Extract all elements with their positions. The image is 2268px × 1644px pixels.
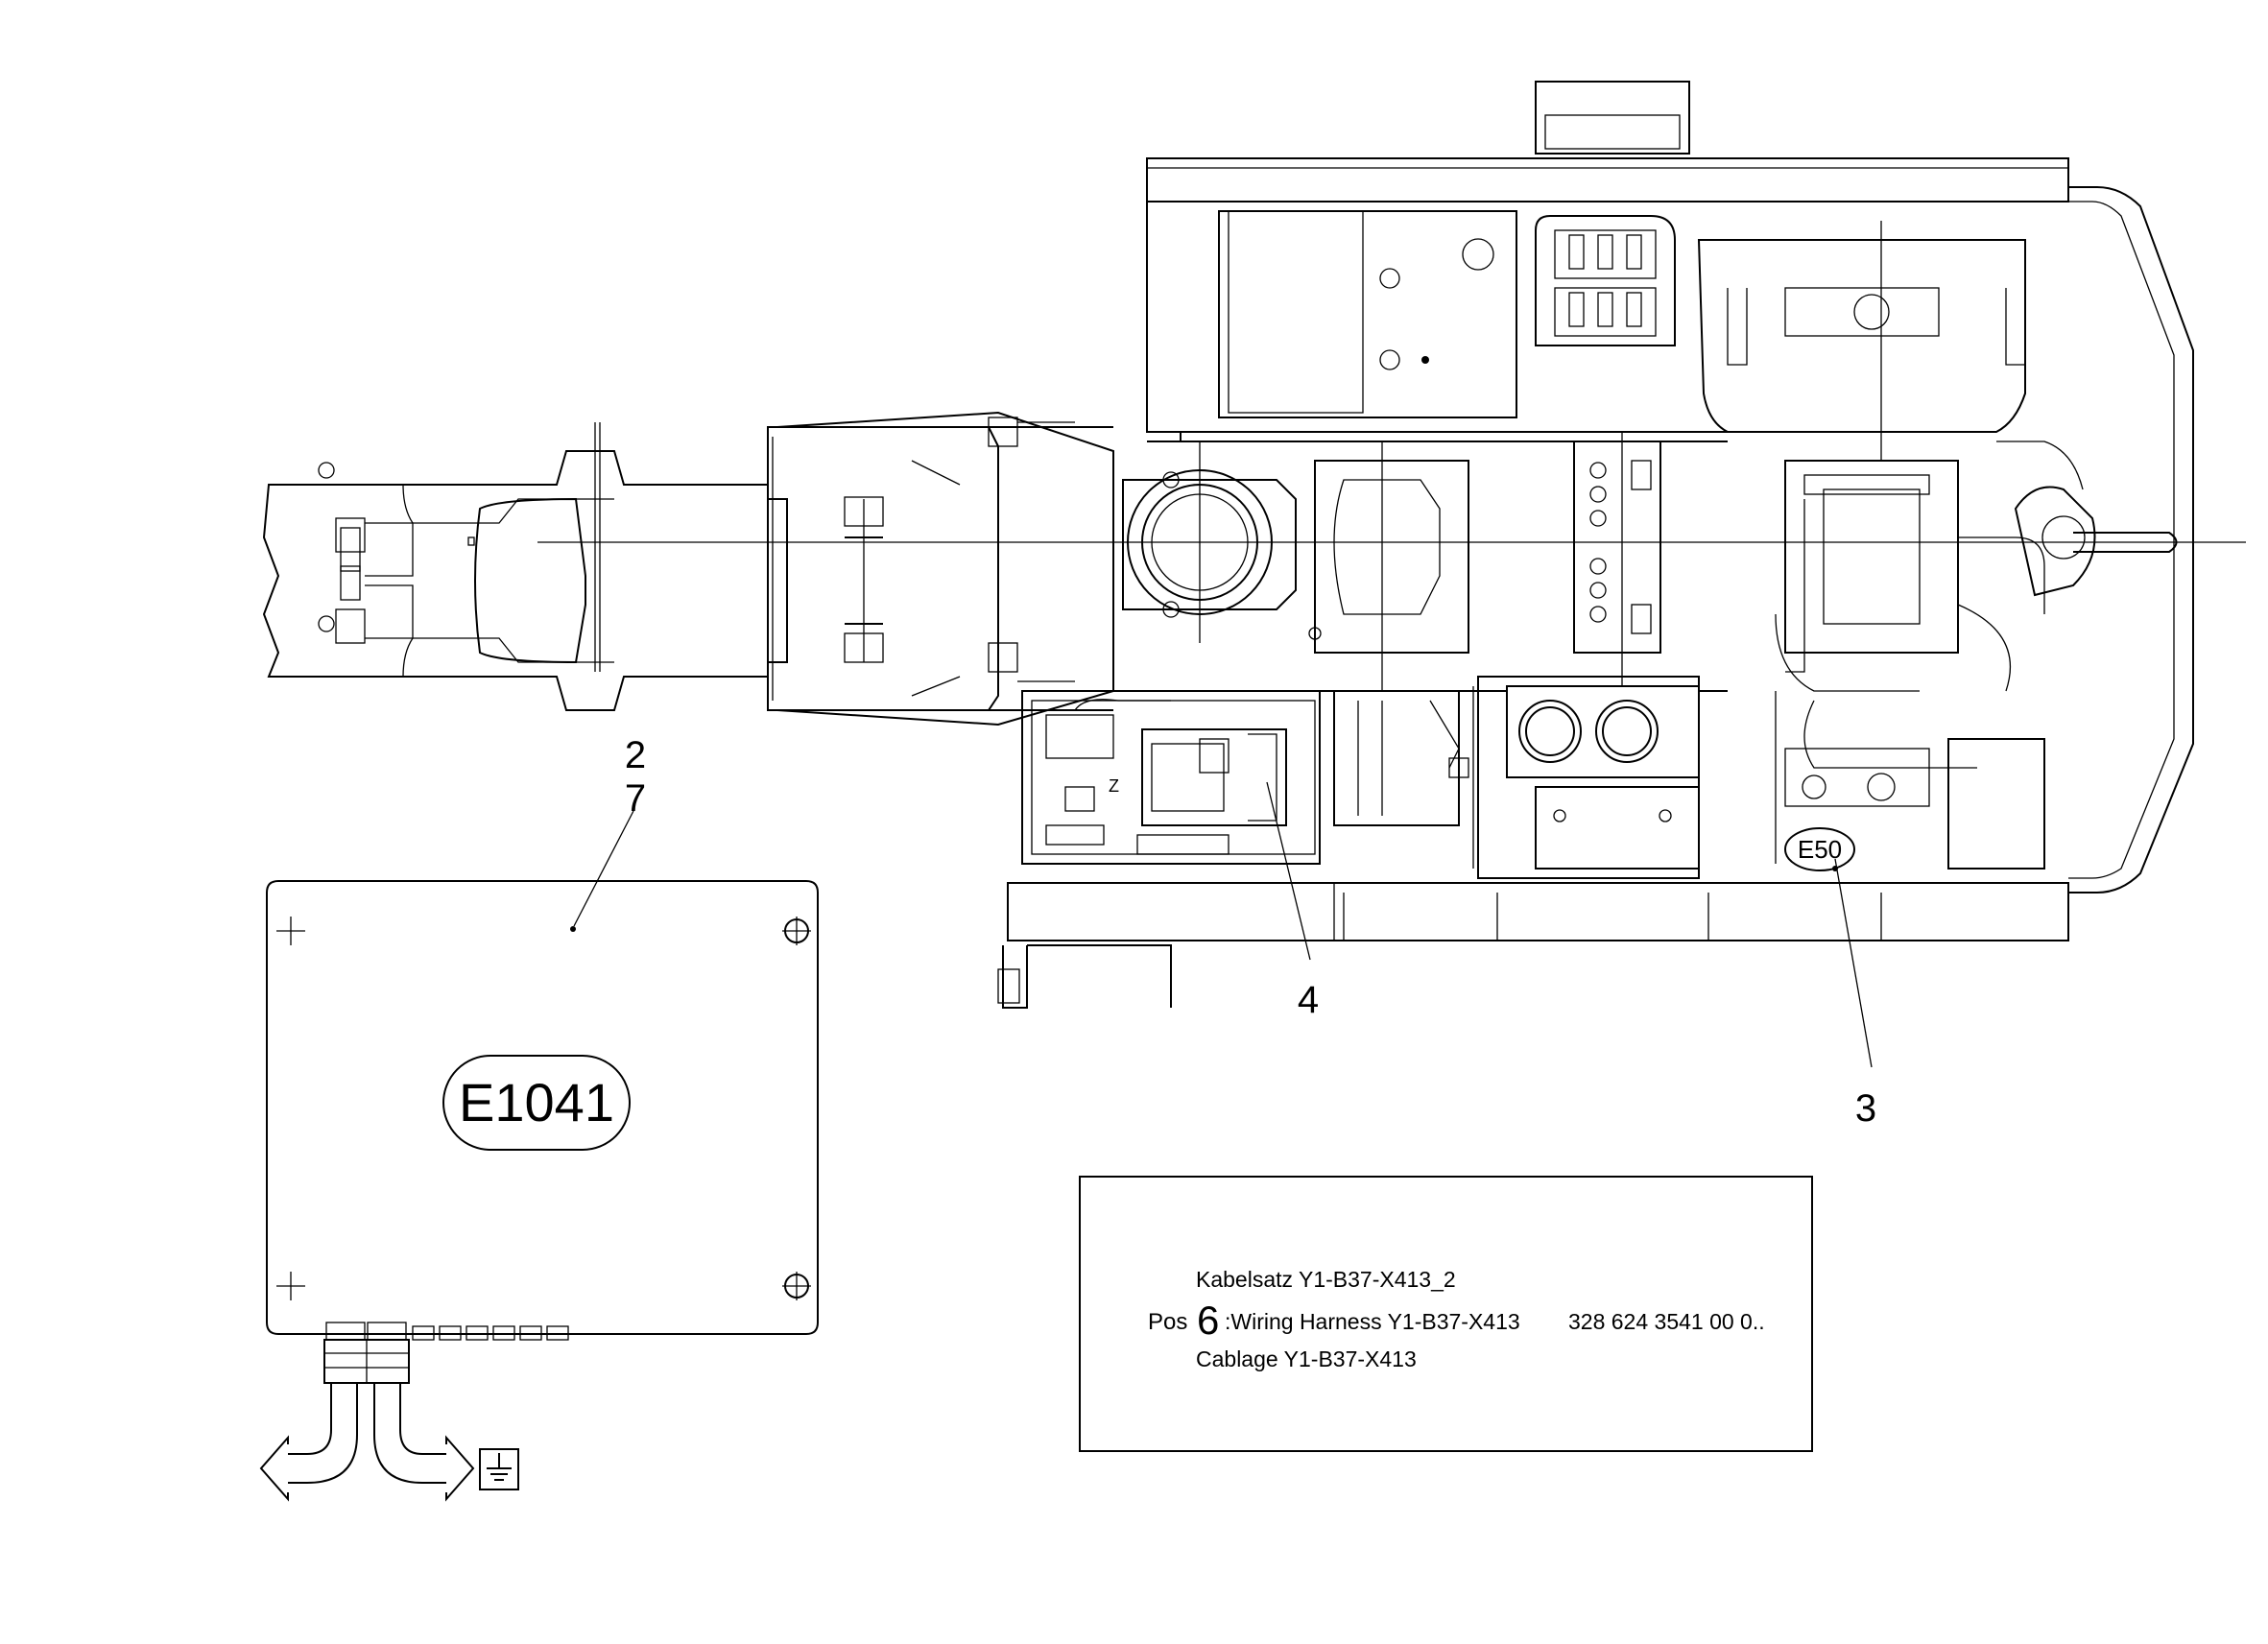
ground-symbol-icon [479,1448,519,1490]
callout-4: 4 [1298,979,1319,1021]
callout-7: 7 [625,777,646,820]
cable-glands [323,1322,569,1384]
svg-text:Z: Z [1109,776,1119,796]
callout-3: 3 [1855,1087,1876,1130]
legend-line-en: :Wiring Harness Y1-B37-X413 [1225,1309,1520,1334]
legend-box: Kabelsatz Y1-B37-X413_2 Pos 6 :Wiring Ha… [1079,1176,1813,1452]
callout-2: 2 [625,734,646,776]
legend-part-number: 328 624 3541 00 0.. [1568,1309,1765,1334]
legend-line-fr: Cablage Y1-B37-X413 [1196,1346,1417,1371]
arrow-right-icon [445,1435,475,1502]
cable-routes [288,1383,446,1484]
machine-top-view: Z [262,81,2246,1009]
legend-pos-prefix: Pos [1148,1309,1187,1335]
legend-pos-number: 6 [1197,1298,1219,1343]
boom-assembly [262,411,2246,727]
upper-carriage-frame [1007,81,2194,941]
top-compartments [1218,210,2026,461]
legend-line-de: Kabelsatz Y1-B37-X413_2 [1196,1267,1456,1292]
control-valves [1308,432,1661,701]
tag-e1041-label: E1041 [459,1072,614,1132]
engine-block [1775,441,2178,870]
lower-compartments [1333,676,1700,879]
access-step [997,944,1172,1009]
leader-3 [1834,858,1873,1068]
operator-cab: Z [1021,690,1321,865]
leader-lines [573,781,1873,1068]
turntable [1122,441,1297,643]
arrow-left-icon [259,1435,289,1502]
tag-e50: E50 [1784,827,1855,871]
leader-2-7 [573,810,634,927]
tag-e50-label: E50 [1798,835,1842,864]
leader-4 [1266,781,1311,961]
junction-box-e1041: E1041 [266,880,819,1335]
